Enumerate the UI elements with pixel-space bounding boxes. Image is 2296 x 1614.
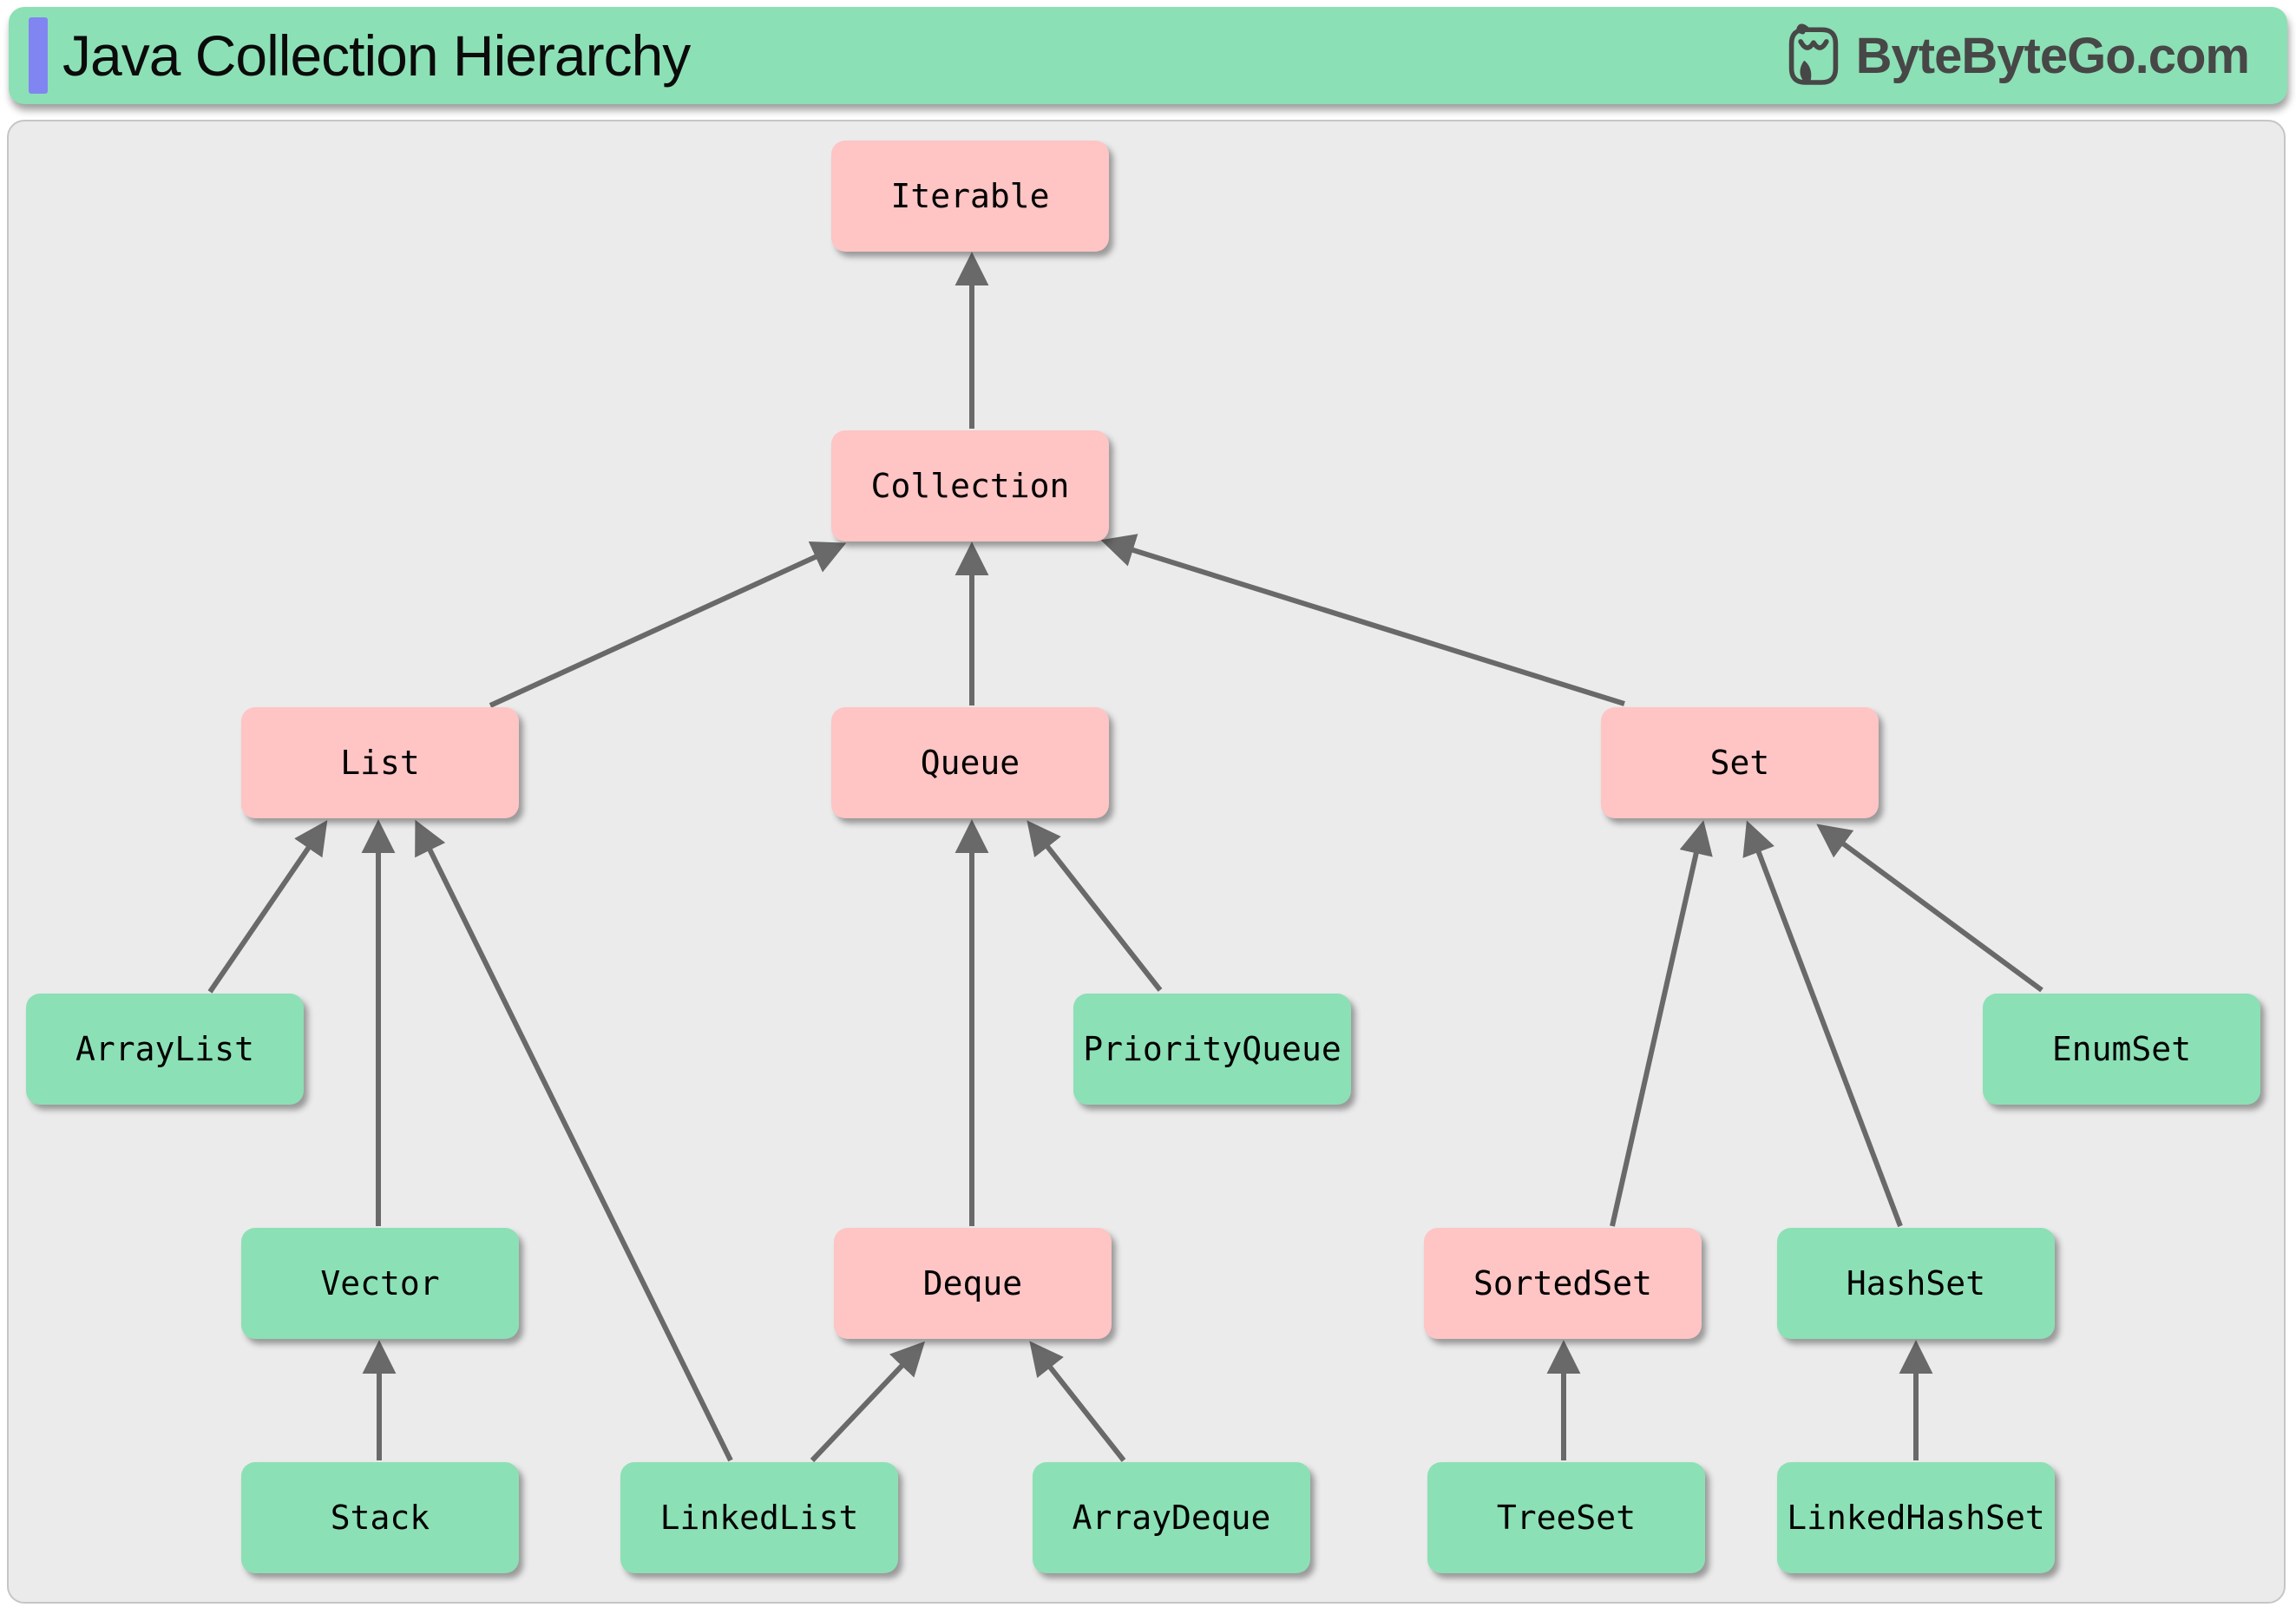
node-collection: Collection: [831, 430, 1109, 541]
node-deque: Deque: [834, 1228, 1112, 1339]
node-linkedlist: LinkedList: [620, 1462, 898, 1573]
node-queue: Queue: [831, 707, 1109, 818]
node-arraylist: ArrayList: [26, 994, 304, 1105]
node-linkedhashset: LinkedHashSet: [1777, 1462, 2055, 1573]
node-set: Set: [1601, 707, 1879, 818]
node-enumset: EnumSet: [1983, 994, 2260, 1105]
node-treeset: TreeSet: [1427, 1462, 1705, 1573]
node-arraydeque: ArrayDeque: [1033, 1462, 1310, 1573]
node-sortedset: SortedSet: [1424, 1228, 1702, 1339]
header-bar: Java Collection Hierarchy ByteByteGo.com: [9, 7, 2287, 104]
page-title: Java Collection Hierarchy: [62, 23, 691, 88]
node-stack: Stack: [241, 1462, 519, 1573]
diagram-panel: [7, 120, 2286, 1604]
brand-logo: ByteByteGo.com: [1787, 7, 2250, 104]
brand-name: ByteByteGo.com: [1855, 27, 2250, 84]
bytebytego-logo-icon: [1788, 23, 1838, 85]
node-priorityqueue: PriorityQueue: [1073, 994, 1351, 1105]
title-accent-bar: [29, 17, 48, 94]
node-hashset: HashSet: [1777, 1228, 2055, 1339]
node-vector: Vector: [241, 1228, 519, 1339]
node-iterable: Iterable: [831, 141, 1109, 252]
node-list: List: [241, 707, 519, 818]
